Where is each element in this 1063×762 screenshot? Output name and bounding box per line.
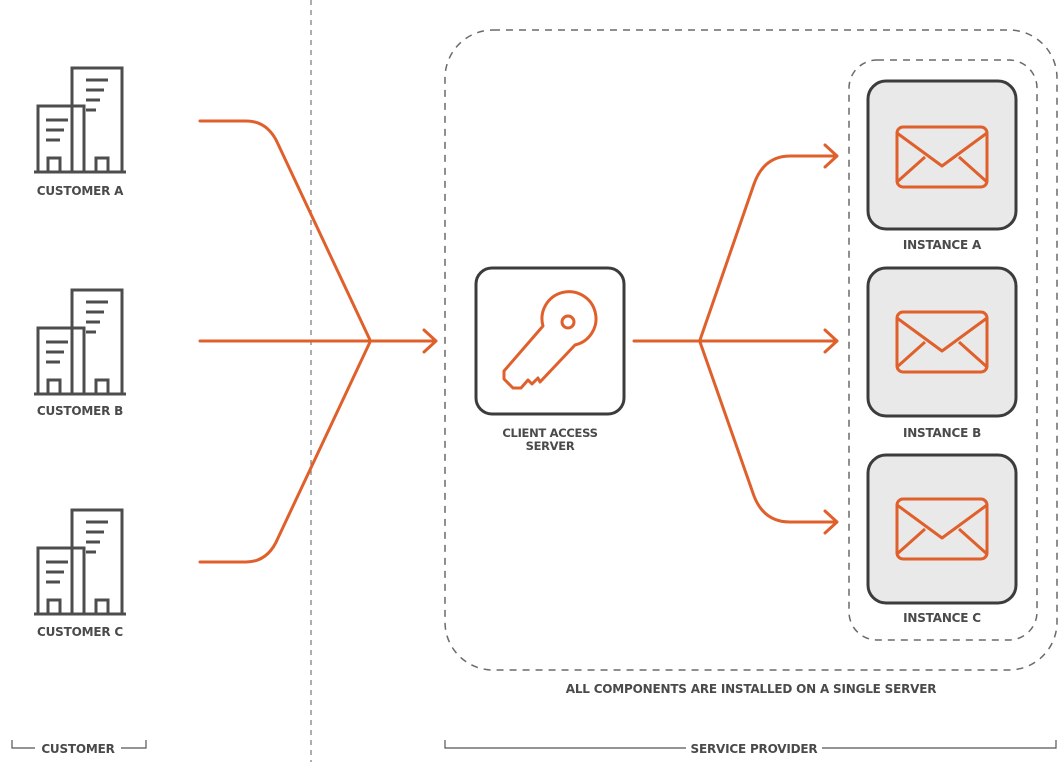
arrowhead-instance-a <box>823 143 839 169</box>
server-label-line1: CLIENT ACCESS <box>502 426 597 440</box>
single-server-note: ALL COMPONENTS ARE INSTALLED ON A SINGLE… <box>566 682 937 696</box>
customer-b-label: CUSTOMER B <box>37 404 123 418</box>
customer-zone-text: CUSTOMER <box>41 742 114 756</box>
customer-zone-label: CUSTOMER <box>11 740 147 756</box>
flow-to-instance-c <box>698 340 838 524</box>
server-tile <box>474 266 626 416</box>
flow-customer-c <box>198 340 372 564</box>
arrowhead-instance-c <box>823 509 839 535</box>
key-icon <box>502 290 598 390</box>
flow-customer-a <box>198 119 372 342</box>
server-label-line2: SERVER <box>526 439 575 453</box>
customer-a: CUSTOMER A <box>34 66 126 198</box>
service-provider-boundary <box>444 29 1058 671</box>
customer-b: CUSTOMER B <box>34 288 126 418</box>
customer-c: CUSTOMER C <box>34 508 126 639</box>
instance-c-tile <box>866 453 1018 605</box>
instance-b-label: INSTANCE B <box>903 426 981 440</box>
instances-boundary <box>848 59 1038 641</box>
instance-a-label: INSTANCE A <box>903 238 982 252</box>
service-provider-zone-label: SERVICE PROVIDER <box>444 740 1057 756</box>
service-provider-zone-text: SERVICE PROVIDER <box>691 742 818 756</box>
office-building-icon <box>34 66 126 174</box>
arrowhead-instance-b <box>823 328 839 354</box>
instance-c-label: INSTANCE C <box>903 611 981 625</box>
client-access-server: CLIENT ACCESS SERVER <box>474 266 626 453</box>
office-building-icon <box>34 288 126 396</box>
instance-b: INSTANCE B <box>866 266 1018 440</box>
arrowhead-to-server <box>422 328 438 354</box>
office-building-icon <box>34 508 126 616</box>
instance-a: INSTANCE A <box>866 79 1018 252</box>
envelope-icon <box>895 125 989 189</box>
instance-b-tile <box>866 266 1018 418</box>
flow-to-instance-a <box>698 154 838 342</box>
envelope-icon <box>895 497 989 561</box>
instance-c: INSTANCE C <box>866 453 1018 625</box>
customer-c-label: CUSTOMER C <box>37 625 123 639</box>
envelope-icon <box>895 310 989 374</box>
customer-a-label: CUSTOMER A <box>37 184 124 198</box>
instance-a-tile <box>866 79 1018 231</box>
